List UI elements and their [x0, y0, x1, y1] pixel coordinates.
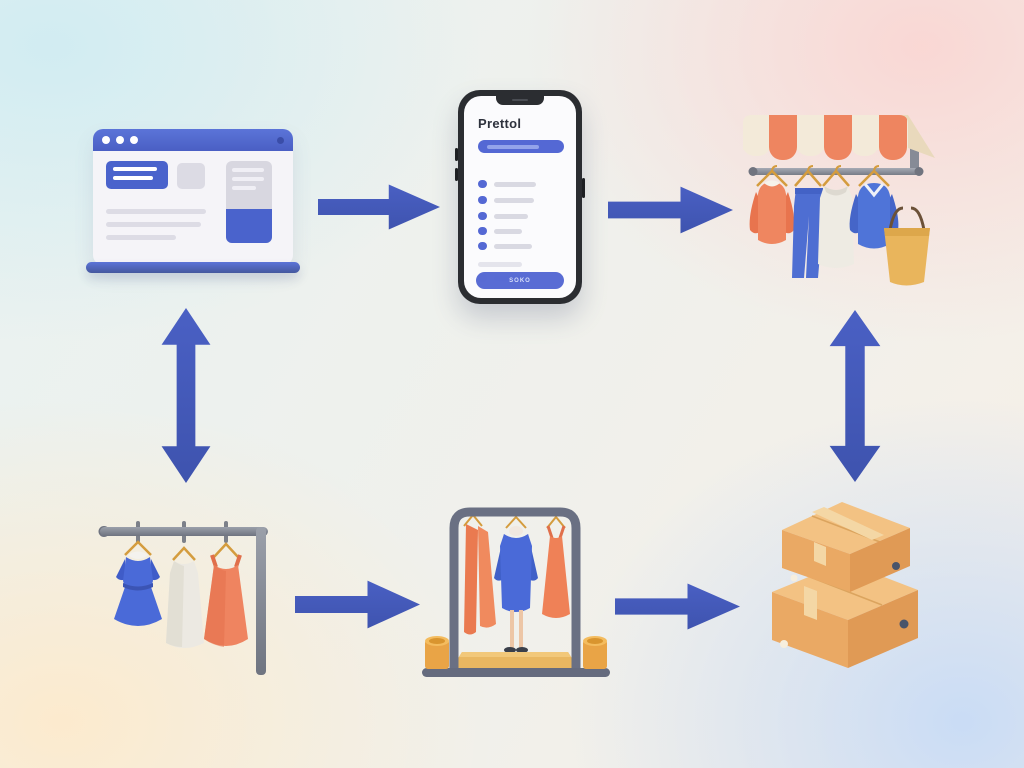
floor-bar	[422, 668, 610, 677]
bullet-icon	[478, 242, 487, 250]
shipping-boxes-illustration	[760, 492, 930, 677]
orange-dress-icon	[204, 542, 248, 647]
search-input[interactable]	[478, 140, 564, 153]
arrow-phone-to-storefront	[608, 186, 733, 234]
divider-line	[478, 262, 522, 267]
hero-card	[106, 161, 168, 189]
bullet-icon	[478, 212, 487, 220]
blue-sweater-icon	[849, 165, 899, 249]
orange-slip-dress-icon	[542, 515, 570, 618]
storefront-clothes-rail-illustration	[738, 112, 938, 292]
storefront-graphic	[743, 115, 935, 286]
blue-pants-icon	[792, 165, 824, 278]
clothing-rack-illustration	[92, 515, 277, 680]
phone-screen: Prettol SOKO	[464, 96, 576, 298]
orange-sweater-icon	[749, 165, 795, 244]
white-dress-icon	[166, 546, 204, 648]
list-item[interactable]	[478, 227, 522, 235]
bullet-icon	[478, 196, 487, 204]
thumbnail-placeholder	[177, 163, 205, 189]
arrow-fitting-room-to-boxes	[615, 583, 740, 630]
arrow-rack-to-fitting-room	[295, 580, 420, 629]
browser-window-illustration	[93, 129, 293, 265]
orange-dresses-left-icon	[463, 513, 496, 635]
arrow-storefront-boxes-vertical	[829, 310, 881, 482]
blue-dress-icon	[114, 540, 162, 626]
awning-icon	[743, 115, 908, 160]
sidebar-card	[226, 161, 272, 243]
box-top-icon	[782, 502, 910, 592]
fitting-room-illustration	[420, 500, 612, 680]
arrow-browser-rack-vertical	[161, 308, 211, 483]
browser-content	[93, 151, 293, 243]
boxes-graphic	[772, 502, 918, 668]
rack-bar	[100, 527, 268, 536]
search-text-line	[487, 144, 539, 149]
sidebar-cta-block	[226, 209, 272, 243]
phone-notch	[496, 96, 544, 105]
phone-volume-button	[455, 148, 458, 161]
blue-dress-mannequin-icon	[494, 515, 538, 653]
browser-title-bar	[93, 129, 293, 151]
stool-left-icon	[425, 636, 449, 669]
list-item[interactable]	[478, 196, 534, 204]
text-lines	[106, 209, 206, 248]
shopping-app-phone-illustration: Prettol SOKO	[455, 90, 585, 304]
checkout-button[interactable]: SOKO	[476, 272, 564, 289]
app-title: Prettol	[478, 116, 522, 131]
window-dot-icon	[130, 136, 138, 144]
tote-bag-icon	[884, 206, 930, 286]
bullet-icon	[478, 227, 487, 235]
arrow-browser-to-phone	[318, 184, 440, 230]
browser-base-bar	[86, 262, 300, 273]
clothing-rack-graphic	[98, 521, 268, 675]
window-dot-icon	[102, 136, 110, 144]
phone-power-button	[582, 178, 585, 198]
fitting-room-graphic	[422, 507, 610, 677]
white-shirt-icon	[818, 165, 854, 268]
bullet-icon	[478, 180, 487, 188]
phone-volume-button	[455, 168, 458, 181]
window-dot-icon	[116, 136, 124, 144]
list-item[interactable]	[478, 212, 528, 220]
window-menu-icon	[277, 136, 284, 144]
stool-right-icon	[583, 636, 607, 669]
rack-post	[256, 527, 266, 675]
fitting-room-frame	[449, 507, 581, 677]
list-item[interactable]	[478, 180, 536, 188]
list-item[interactable]	[478, 242, 532, 250]
